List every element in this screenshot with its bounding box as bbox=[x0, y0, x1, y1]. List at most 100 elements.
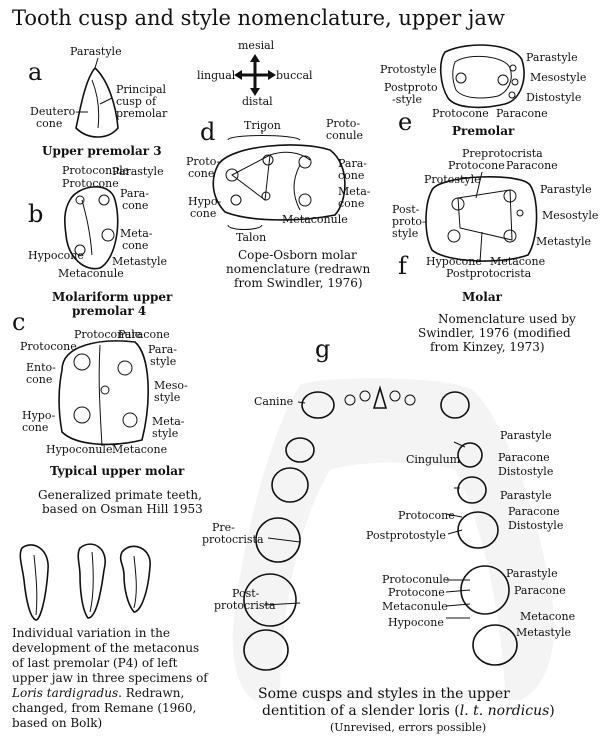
label-paracone-e: Paracone bbox=[496, 107, 548, 120]
label-paracone-g1: Paracone bbox=[498, 451, 550, 464]
caption-loris-close: ) bbox=[549, 703, 555, 719]
note-cope-osborn-line2: nomenclature (redrawn bbox=[226, 262, 371, 276]
variation-line1: Individual variation in the bbox=[12, 626, 170, 640]
label-parastyle-a: Parastyle bbox=[70, 45, 122, 58]
label-trigon: Trigon bbox=[244, 119, 281, 132]
label-style-e: -style bbox=[392, 93, 423, 106]
label-protocone-g2: Protocone bbox=[388, 586, 445, 599]
label-mesostyle-e: Mesostyle bbox=[530, 71, 587, 84]
variation-taxon: Loris tardigradus bbox=[12, 686, 119, 700]
label-protocone-f: Protocone bbox=[448, 159, 505, 172]
label-cone-d4: cone bbox=[190, 207, 217, 220]
label-metaconule-b: Metaconule bbox=[58, 267, 124, 280]
panel-letter-f: f bbox=[398, 252, 407, 280]
label-postproto-e: Postproto bbox=[384, 81, 438, 94]
caption-typical-upper-molar: Typical upper molar bbox=[50, 464, 185, 478]
caption-molar: Molar bbox=[462, 290, 502, 304]
label-cone-d1: cone bbox=[188, 167, 215, 180]
panel-letter-a: a bbox=[28, 58, 43, 86]
caption-upper-premolar-3: Upper premolar 3 bbox=[42, 144, 162, 158]
label-cusp-of: cusp of bbox=[116, 95, 157, 108]
label-distostyle-g1: Distostyle bbox=[498, 465, 554, 478]
label-cone-b1: cone bbox=[122, 199, 149, 212]
note-swindler-line3: from Kinzey, 1973) bbox=[430, 340, 545, 354]
label-deutero: Deutero- bbox=[30, 105, 79, 118]
label-para-b: Para- bbox=[120, 187, 149, 200]
label-hypocone-g: Hypocone bbox=[388, 616, 444, 629]
caption-loris-taxon: l. t. nordicus bbox=[459, 703, 550, 719]
compass-buccal: buccal bbox=[276, 69, 313, 82]
label-cone-b2: cone bbox=[122, 239, 149, 252]
label-canine-g: Canine bbox=[254, 395, 294, 408]
caption-premolar: Premolar bbox=[452, 124, 515, 138]
label-cone-d3: cone bbox=[338, 197, 365, 210]
panel-letter-e: e bbox=[398, 108, 413, 136]
label-postprotocrista-f: Postprotocrista bbox=[446, 267, 532, 280]
note-swindler-line2: Swindler, 1976 (modified bbox=[418, 326, 571, 340]
label-meta-c: Meta- bbox=[152, 415, 185, 428]
label-post-g: Post- bbox=[232, 587, 260, 600]
label-protostyle-e: Protostyle bbox=[380, 63, 437, 76]
label-hypoconule-c: Hypoconule bbox=[46, 443, 113, 456]
panel-letter-c: c bbox=[12, 308, 26, 336]
label-preprotocrista-f: Preprotocrista bbox=[462, 147, 543, 160]
label-protocrista-g1: protocrista bbox=[202, 533, 264, 546]
caption-loris-line2: dentition of a slender loris (l. t. nord… bbox=[262, 703, 555, 719]
label-postprotostyle-g: Postprotostyle bbox=[366, 529, 446, 542]
label-parastyle-f: Parastyle bbox=[540, 183, 592, 196]
note-cope-osborn-line3: from Swindler, 1976) bbox=[234, 276, 363, 290]
label-metaconule-d: Metaconule bbox=[282, 213, 348, 226]
label-metacone-g: Metacone bbox=[520, 610, 576, 623]
caption-molariform-line2: premolar 4 bbox=[72, 304, 147, 318]
molariform-premolar4-drawing bbox=[64, 186, 119, 270]
variation-line3: of last premolar (P4) of left bbox=[12, 656, 178, 670]
label-cone-c2: cone bbox=[22, 421, 49, 434]
label-parastyle-g3: Parastyle bbox=[506, 567, 558, 580]
label-hypo-d: Hypo- bbox=[188, 195, 222, 208]
label-cingulum-g: Cingulum bbox=[406, 453, 461, 466]
label-metastyle-b: Metastyle bbox=[112, 255, 168, 268]
typical-upper-molar-drawing bbox=[58, 340, 149, 447]
label-protocone-g1: Protocone bbox=[398, 509, 455, 522]
label-protocrista-g2: protocrista bbox=[214, 599, 276, 612]
label-style-c2: style bbox=[154, 391, 181, 404]
label-principal: Principal bbox=[116, 83, 167, 96]
label-paracone-g3: Paracone bbox=[514, 584, 566, 597]
compass-lingual: lingual bbox=[197, 69, 236, 82]
note-unrevised: (Unrevised, errors possible) bbox=[330, 721, 487, 734]
label-metaconule-g: Metaconule bbox=[382, 600, 448, 613]
label-style-c3: style bbox=[152, 427, 179, 440]
note-swindler-line1: Nomenclature used by bbox=[438, 312, 576, 326]
variation-line2: development of the metaconus bbox=[12, 641, 200, 655]
panel-letter-g: g bbox=[315, 335, 331, 363]
label-paracone-c: Paracone bbox=[118, 328, 170, 341]
label-post-f: Post- bbox=[392, 203, 420, 216]
label-ento-c: Ento- bbox=[26, 361, 56, 374]
label-protoconule-b: Protoconule bbox=[62, 164, 130, 177]
panel-letter-b: b bbox=[28, 200, 44, 228]
label-talon: Talon bbox=[236, 231, 267, 244]
note-generalized-line2: based on Osman Hill 1953 bbox=[42, 502, 203, 516]
premolar-diagram-drawing bbox=[439, 44, 525, 109]
label-paracone-g2: Paracone bbox=[508, 505, 560, 518]
label-protoconule-g: Protoconule bbox=[382, 573, 450, 586]
orientation-compass bbox=[234, 54, 276, 96]
note-generalized-line1: Generalized primate teeth, bbox=[38, 488, 202, 502]
panel-letter-d: d bbox=[200, 118, 216, 146]
caption-loris-line1: Some cusps and styles in the upper bbox=[258, 686, 510, 702]
label-cone-c1: cone bbox=[26, 373, 53, 386]
loris-dentition-drawing bbox=[232, 378, 555, 700]
label-meso-c: Meso- bbox=[154, 379, 188, 392]
label-meta-b: Meta- bbox=[120, 227, 153, 240]
label-parastyle-g2: Parastyle bbox=[500, 489, 552, 502]
label-protostyle-f: Protostyle bbox=[424, 173, 481, 186]
caption-molariform-line1: Molariform upper bbox=[52, 290, 173, 304]
label-metastyle-g: Metastyle bbox=[516, 626, 572, 639]
label-proto-d2: Proto- bbox=[186, 155, 221, 168]
label-protocone-c: Protocone bbox=[20, 340, 77, 353]
premolar3-drawing bbox=[75, 57, 119, 138]
compass-mesial: mesial bbox=[238, 39, 275, 52]
molar-diagram-drawing bbox=[425, 171, 538, 263]
label-protocone-b: Protocone bbox=[62, 177, 119, 190]
